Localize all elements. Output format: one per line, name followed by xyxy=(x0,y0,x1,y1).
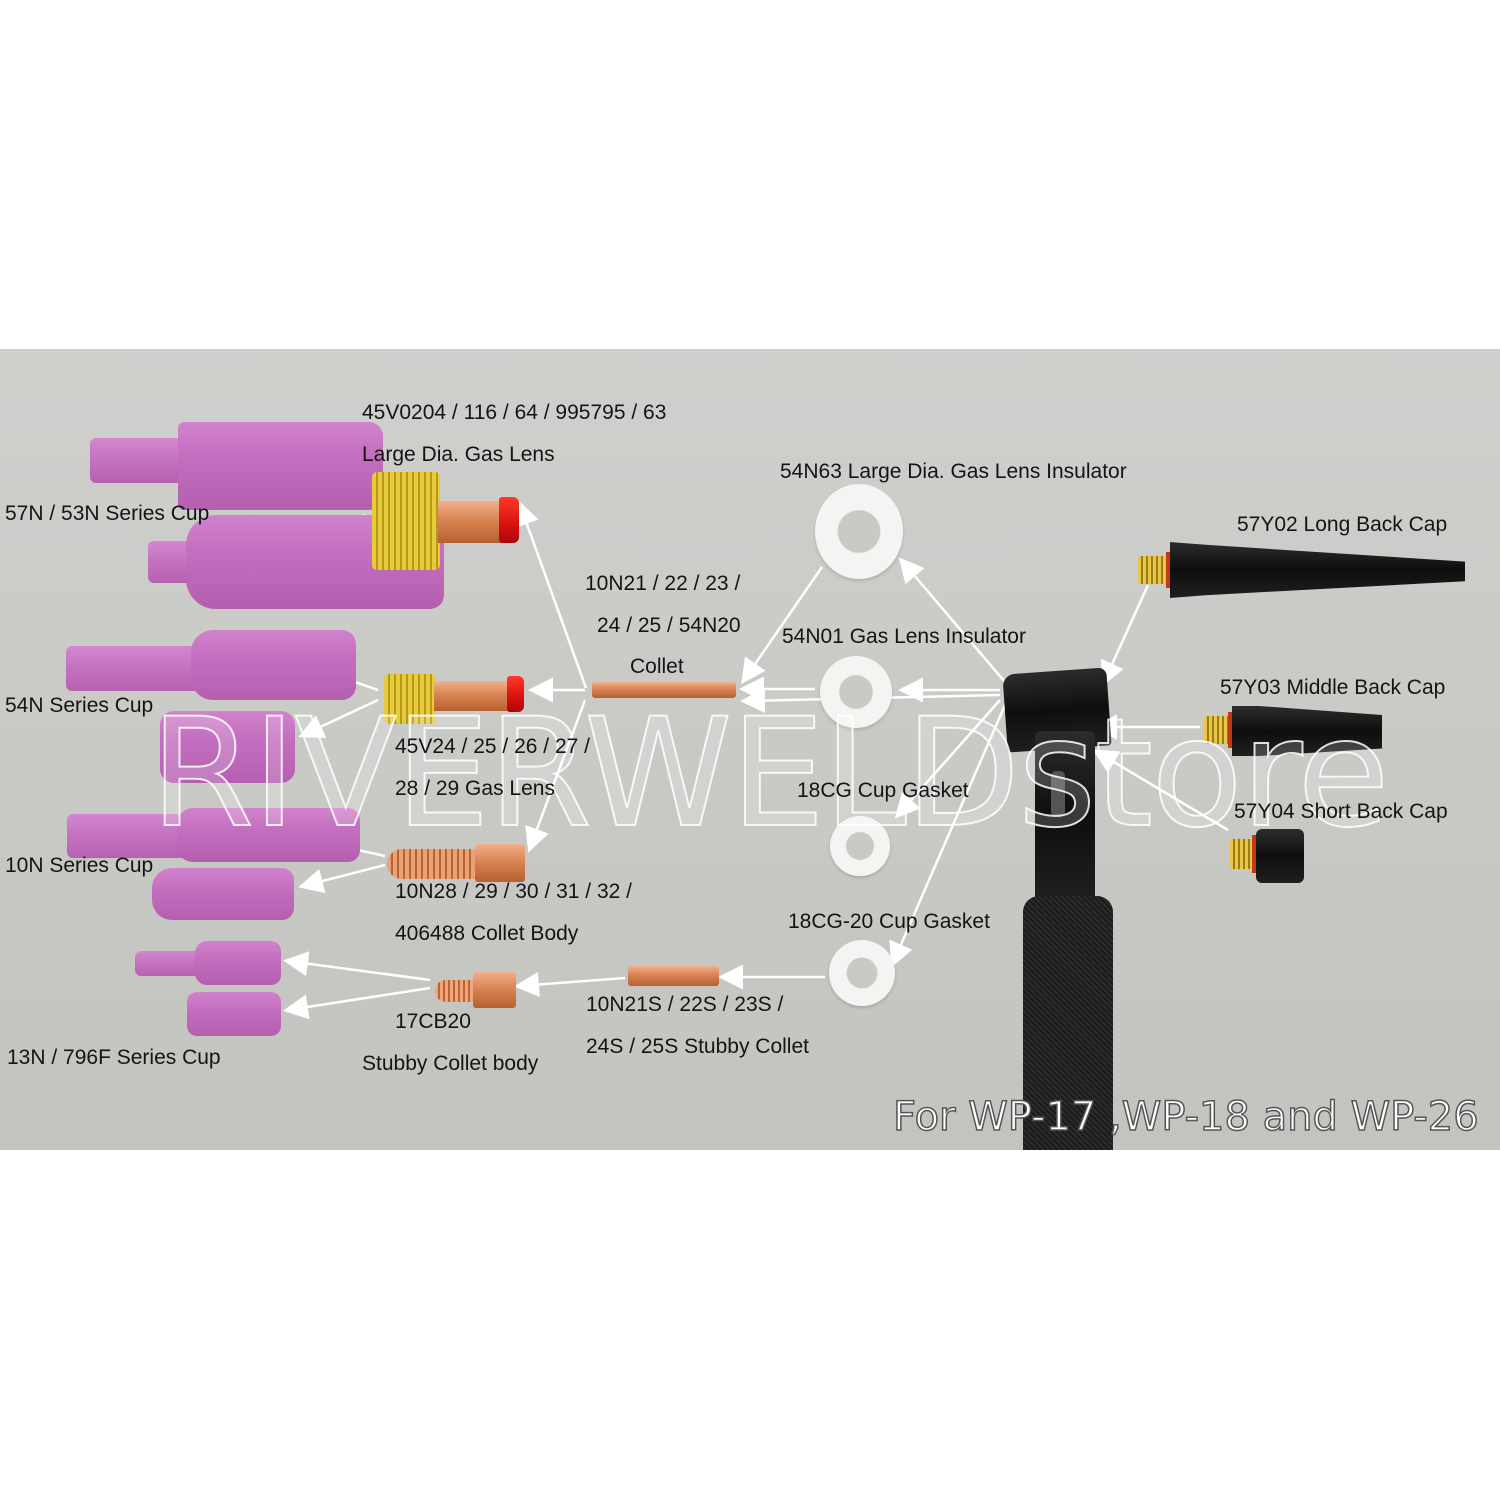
product-photo: RIVERWELDstore 45V0204 / 116 / 64 / 9957… xyxy=(0,349,1500,1150)
label-stubby-body-line2: Stubby Collet body xyxy=(362,1052,539,1075)
compatibility-caption: For WP-17 ,WP-18 and WP-26 xyxy=(892,1094,1479,1140)
watermark: RIVERWELDstore xyxy=(149,687,1391,861)
label-collet-line3: Collet xyxy=(630,655,684,678)
label-cup-gasket-18cg-20: 18CG-20 Cup Gasket xyxy=(788,910,990,933)
label-collet-line2: 24 / 25 / 54N20 xyxy=(597,614,741,637)
label-stubby-body-line1: 17CB20 xyxy=(395,1010,471,1033)
label-cup-13n-796f: 13N / 796F Series Cup xyxy=(7,1046,221,1069)
label-collet-body-line1: 10N28 / 29 / 30 / 31 / 32 / xyxy=(395,880,632,903)
label-back-cap-short: 57Y04 Short Back Cap xyxy=(1234,800,1448,823)
label-stubby-collet-line1: 10N21S / 22S / 23S / xyxy=(586,993,784,1016)
collet xyxy=(592,682,736,698)
label-cup-10n: 10N Series Cup xyxy=(5,854,154,877)
label-cup-54n: 54N Series Cup xyxy=(5,694,154,717)
gasket-18cg xyxy=(830,816,890,876)
label-gas-lens-line1: 45V24 / 25 / 26 / 27 / xyxy=(395,735,590,758)
label-cup-gasket-18cg: 18CG Cup Gasket xyxy=(797,779,969,802)
stubby-collet xyxy=(628,966,719,986)
insulator-54n63 xyxy=(815,484,903,579)
label-large-gas-lens-parts: 45V0204 / 116 / 64 / 995795 / 63 xyxy=(362,401,667,424)
label-collet-body-line2: 406488 Collet Body xyxy=(395,922,579,945)
label-gas-lens-line2: 28 / 29 Gas Lens xyxy=(395,777,555,800)
label-back-cap-long: 57Y02 Long Back Cap xyxy=(1237,513,1448,536)
label-cup-57n-53n: 57N / 53N Series Cup xyxy=(5,502,210,525)
label-collet-line1: 10N21 / 22 / 23 / xyxy=(585,572,741,595)
connector-arrows xyxy=(283,468,1229,1020)
gasket-18cg-20 xyxy=(829,940,895,1006)
insulator-54n01 xyxy=(820,656,892,728)
label-insulator-54n01: 54N01 Gas Lens Insulator xyxy=(782,625,1026,648)
label-back-cap-middle: 57Y03 Middle Back Cap xyxy=(1220,676,1446,699)
label-insulator-large: 54N63 Large Dia. Gas Lens Insulator xyxy=(780,460,1127,483)
label-large-gas-lens-name: Large Dia. Gas Lens xyxy=(362,443,555,466)
label-stubby-collet-line2: 24S / 25S Stubby Collet xyxy=(586,1035,809,1058)
